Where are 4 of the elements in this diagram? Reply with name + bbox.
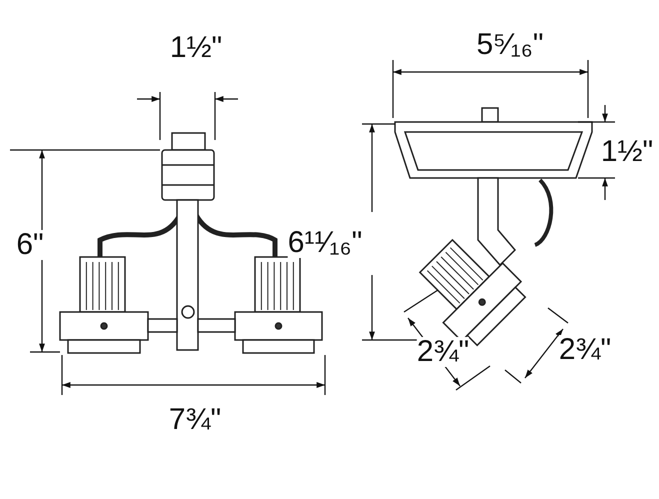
dimension-label: 5⁵⁄₁₆" (476, 30, 544, 60)
dimension-label: 2¾" (416, 337, 470, 367)
dimension-label: 6" (16, 230, 44, 260)
dimension-label: 6¹¹⁄₁₆" (288, 228, 362, 258)
